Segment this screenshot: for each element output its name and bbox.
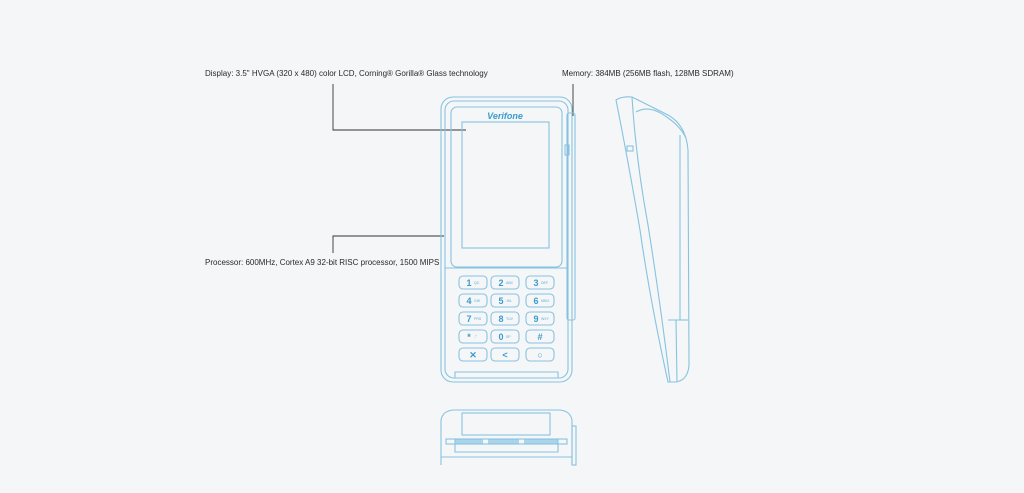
key-sublabel: SP (506, 335, 511, 339)
keypad-key[interactable]: ○ (525, 347, 555, 362)
key-outline (490, 329, 520, 344)
key-sublabel: ,'" (474, 335, 478, 339)
side-view (615, 96, 690, 383)
key-label: 6 (533, 296, 538, 306)
key-outline (490, 293, 520, 308)
key-outline (458, 275, 488, 290)
key-label: 8 (498, 314, 503, 324)
key-label: 0 (498, 332, 503, 342)
key-sublabel: MNO (541, 299, 549, 303)
key-outline (490, 275, 520, 290)
key-outline (525, 275, 555, 290)
key-label: ○ (537, 350, 542, 360)
key-sublabel: PRS (474, 317, 482, 321)
key-sublabel: WXY (541, 317, 550, 321)
key-label: < (502, 350, 507, 360)
verifone-logo: Verifone (487, 111, 523, 121)
memory-callout: Memory: 384MB (256MB flash, 128MB SDRAM) (562, 69, 734, 78)
key-outline (458, 347, 488, 362)
key-outline (490, 311, 520, 326)
key-outline (458, 293, 488, 308)
key-outline (525, 293, 555, 308)
key-outline (525, 329, 555, 344)
key-outline (525, 347, 555, 362)
key-sublabel: TUV (506, 317, 514, 321)
key-label: 1 (466, 278, 471, 288)
key-label: ✕ (469, 350, 477, 360)
key-outline (458, 311, 488, 326)
key-sublabel: DEF (541, 281, 548, 285)
key-label: 2 (498, 278, 503, 288)
processor-leader-line (332, 235, 444, 253)
key-label: * (467, 332, 471, 342)
keypad-key[interactable]: *,'" (458, 329, 488, 344)
display-leader-line (332, 84, 466, 131)
bottom-view (440, 409, 577, 466)
key-label: 3 (533, 278, 538, 288)
display-screen (461, 121, 550, 249)
key-sublabel: QZ. (474, 281, 480, 285)
key-sublabel: GHI (474, 299, 480, 303)
card-reader-strip (566, 112, 576, 321)
processor-callout: Processor: 600MHz, Cortex A9 32-bit RISC… (205, 258, 439, 267)
display-callout: Display: 3.5" HVGA (320 x 480) color LCD… (205, 69, 488, 78)
keypad-key[interactable]: < (490, 347, 520, 362)
key-label: 4 (466, 296, 471, 306)
key-label: # (537, 332, 542, 342)
keypad-key[interactable]: ✕ (458, 347, 488, 362)
keypad-key[interactable]: # (525, 329, 555, 344)
key-label: 9 (533, 314, 538, 324)
key-label: 7 (466, 314, 471, 324)
key-outline (525, 311, 555, 326)
key-outline (458, 329, 488, 344)
key-outline (490, 347, 520, 362)
key-sublabel: ABC (506, 281, 514, 285)
key-sublabel: JKL (506, 299, 512, 303)
key-label: 5 (498, 296, 503, 306)
